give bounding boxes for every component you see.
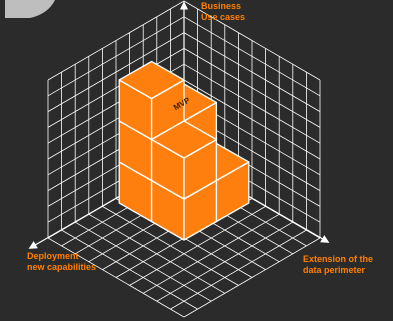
cube-face-top [118, 60, 185, 100]
left-wall-grid-line [47, 48, 185, 128]
floor-grid-line [61, 229, 198, 310]
floor-grid-line [129, 206, 266, 286]
floor-grid-line [88, 213, 226, 294]
axis-label-deployment: Deployment new capabilities [27, 251, 96, 273]
axis-label-business-line1: Business [201, 1, 242, 11]
axis-label-deployment-line2: new capabilities [27, 262, 97, 272]
left-wall-grid-line [47, 32, 185, 112]
axis-label-data-perimeter: Extension of the data perimeter [303, 254, 373, 276]
right-wall-grid-line [183, 0, 321, 81]
floor-grid-line [102, 206, 239, 286]
axis-label-business-line2: Use cases [201, 12, 246, 22]
floor-grid-line [183, 237, 321, 318]
axis-label-data-perimeter-line1: Extension of the [303, 254, 374, 264]
axis-label-deployment-line1: Deployment [27, 251, 79, 261]
left-wall-grid-line [47, 16, 185, 97]
axis-label-business: Business Use cases [201, 1, 245, 23]
floor-grid-line [47, 237, 185, 318]
floor-grid-line [156, 221, 294, 302]
right-wall-grid-line [183, 79, 321, 160]
left-wall-grid-line [47, 0, 185, 81]
floor-grid-line [74, 221, 212, 302]
cube-face-top [150, 120, 218, 159]
right-wall-grid-line [183, 63, 321, 144]
floor-grid-line [170, 229, 307, 310]
cube-stack [118, 60, 250, 241]
corner-decoration [5, 0, 55, 18]
axis-label-data-perimeter-line2: data perimeter [303, 265, 366, 275]
right-wall-grid-line [183, 16, 321, 97]
right-wall-grid-line [183, 32, 321, 112]
right-wall-grid-line [183, 48, 321, 128]
floor-grid-line [142, 213, 280, 294]
